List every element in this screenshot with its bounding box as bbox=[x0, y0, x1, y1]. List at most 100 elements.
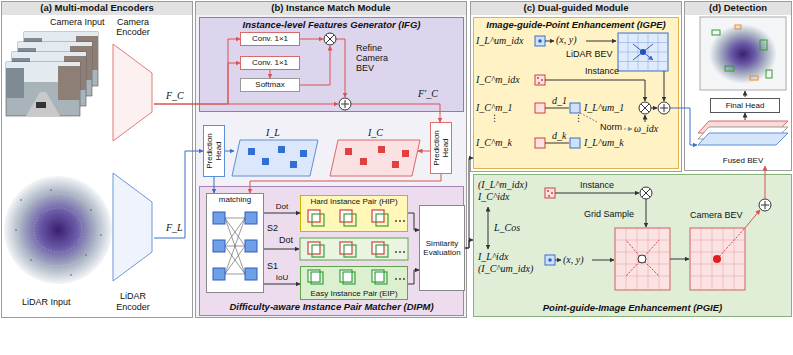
math-symbol: I_C^m_k bbox=[476, 137, 512, 148]
graphic-circle bbox=[399, 251, 401, 253]
graphic-rect bbox=[535, 103, 545, 113]
node-label: Prediction Head bbox=[203, 125, 225, 177]
graphic-path bbox=[660, 104, 668, 112]
encoder-outline bbox=[113, 173, 152, 281]
graphic-circle bbox=[4, 176, 112, 284]
annotation-label: Camera BEV bbox=[690, 211, 743, 221]
instance-pairs bbox=[264, 210, 408, 284]
node-label: Hard Instance Pair (HIP) bbox=[308, 196, 399, 207]
graphic-rect bbox=[344, 214, 356, 226]
graphic-path bbox=[555, 193, 639, 194]
graphic-rect bbox=[248, 148, 255, 155]
graphic-circle bbox=[639, 102, 651, 114]
camera-input-images bbox=[6, 32, 98, 116]
graphic-circle bbox=[640, 49, 646, 55]
graphic-rect bbox=[290, 161, 297, 168]
graphic-circle bbox=[547, 190, 549, 192]
graphic-rect bbox=[345, 148, 352, 155]
graphic-path bbox=[615, 228, 670, 290]
graphic-rect bbox=[760, 40, 767, 50]
graphic-path bbox=[761, 201, 769, 209]
graphic-rect bbox=[766, 70, 772, 78]
graphic-rect bbox=[245, 240, 257, 252]
node-label: Conv. 1×1 bbox=[250, 57, 290, 68]
graphic-path bbox=[626, 240, 659, 276]
annotation-label: Grid Sample bbox=[584, 210, 634, 220]
graphic-path bbox=[645, 115, 646, 122]
graphic-rect bbox=[300, 238, 408, 260]
node-label: Conv. 1×1 bbox=[250, 33, 290, 44]
graphic-path bbox=[633, 44, 653, 60]
edge-label: IoU bbox=[275, 274, 289, 283]
graphic-polygon bbox=[330, 140, 420, 176]
process-box: Conv. 1×1 bbox=[240, 56, 300, 70]
graphic-circle bbox=[640, 187, 652, 199]
node-label: Fused BEV bbox=[721, 155, 765, 166]
encoder-trapezoid bbox=[112, 43, 154, 142]
graphic-rect bbox=[570, 138, 580, 148]
graphic-path bbox=[488, 207, 489, 249]
graphic-path bbox=[225, 151, 234, 152]
connector-arrow bbox=[154, 63, 240, 104]
graphic-circle bbox=[403, 220, 405, 222]
graphic-rect bbox=[750, 76, 758, 80]
graphic-rect bbox=[340, 242, 352, 254]
connector-arrow bbox=[264, 284, 300, 285]
math-symbol: d_k bbox=[552, 130, 566, 141]
graphic-path bbox=[765, 174, 766, 199]
connector-arrow bbox=[250, 174, 441, 193]
slab-layer bbox=[698, 133, 788, 145]
graphic-rect bbox=[615, 228, 670, 290]
instance-maps bbox=[225, 140, 430, 176]
math-symbol: (I_C^um_idx) bbox=[478, 263, 533, 274]
graphic-circle bbox=[395, 251, 397, 253]
math-symbol: F_L bbox=[166, 222, 183, 233]
encoder-block: Camera Encoder bbox=[112, 17, 154, 142]
graphic-path bbox=[545, 41, 554, 42]
graphic-path bbox=[745, 210, 760, 228]
graphic-circle bbox=[658, 102, 670, 114]
graphic-circle bbox=[399, 220, 401, 222]
graphic-rect bbox=[725, 66, 734, 71]
annotation-label: Instance bbox=[585, 67, 619, 77]
process-box: Prediction Head bbox=[430, 122, 452, 174]
graphic-circle bbox=[548, 195, 550, 197]
encoder-block: LiDAR Encoder bbox=[112, 172, 154, 312]
graphic-polygon bbox=[232, 140, 318, 176]
graphic-rect bbox=[245, 212, 257, 224]
graphic-circle bbox=[324, 33, 336, 45]
feature-map: Fused BEV bbox=[697, 120, 789, 166]
math-symbol: F_C bbox=[166, 90, 184, 101]
graphic-path bbox=[545, 143, 569, 144]
igpe-graphics bbox=[535, 33, 679, 148]
graphic-path bbox=[326, 35, 334, 43]
graphic-circle bbox=[538, 82, 540, 84]
graphic-path bbox=[300, 39, 323, 40]
node-label: (b) Instance Match Module bbox=[196, 2, 466, 15]
process-box: Prediction Head bbox=[203, 125, 225, 177]
graphic-circle bbox=[537, 77, 539, 79]
graphic-rect bbox=[312, 214, 324, 226]
process-box: Conv. 1×1 bbox=[240, 32, 300, 46]
fused-bev-slab bbox=[697, 120, 789, 148]
graphic-path bbox=[664, 71, 665, 101]
graphic-path bbox=[300, 46, 330, 85]
graphic-circle bbox=[395, 220, 397, 222]
graphic-path bbox=[586, 41, 616, 42]
lidar-point-cloud bbox=[4, 176, 112, 284]
graphic-rect bbox=[343, 272, 355, 284]
node-label: Image-guide-Point Enhancement (IGPE) bbox=[483, 18, 668, 33]
graphic-path bbox=[646, 199, 647, 227]
graphic-rect bbox=[378, 146, 385, 153]
node-label: Prediction Head bbox=[430, 122, 452, 174]
graphic-rect bbox=[535, 75, 545, 85]
graphic-path bbox=[670, 259, 689, 260]
graphic-circle bbox=[339, 98, 351, 110]
graphic-rect bbox=[308, 242, 320, 254]
connector-arrow bbox=[154, 151, 203, 238]
graphic-rect bbox=[308, 210, 320, 222]
graphic-rect bbox=[300, 150, 307, 157]
graphic-rect bbox=[376, 214, 388, 226]
graphic-rect bbox=[376, 245, 388, 257]
